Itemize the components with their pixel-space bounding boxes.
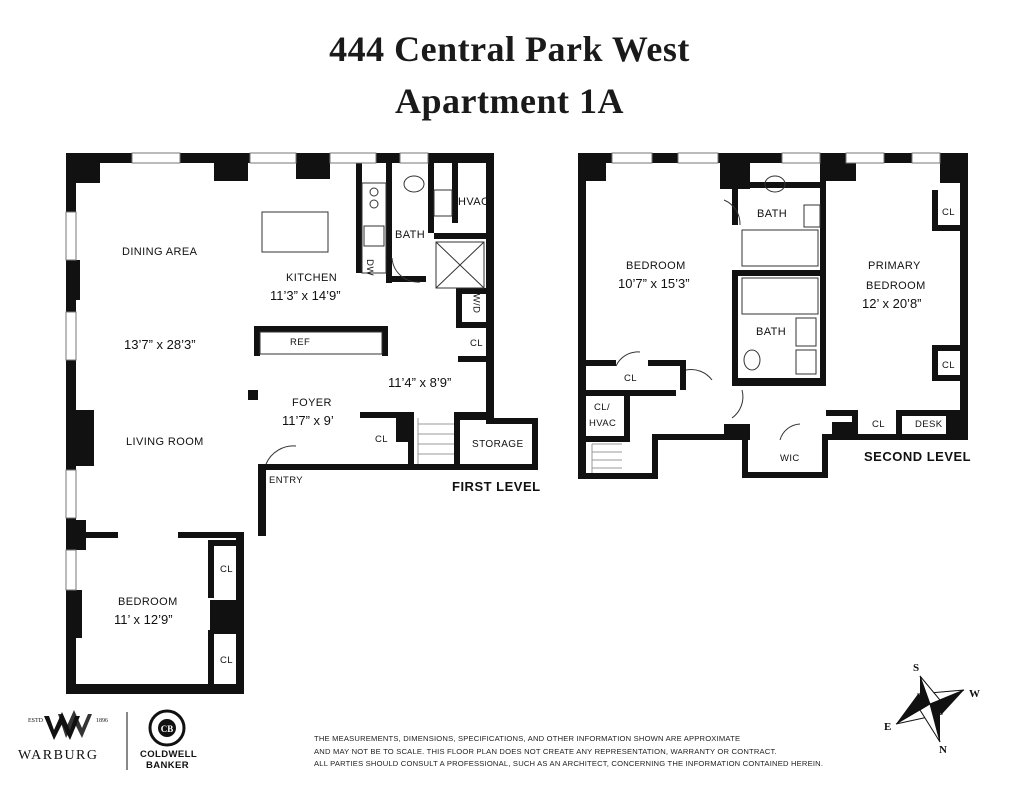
compass-s: S: [913, 662, 920, 674]
closet-label: CL: [835, 426, 848, 437]
wall-south-foyer: [258, 464, 538, 470]
disclaimer-line: THE MEASUREMENTS, DIMENSIONS, SPECIFICAT…: [314, 734, 741, 743]
room-label-primary: PRIMARY: [868, 260, 921, 272]
address-title: 444 Central Park West: [329, 29, 690, 69]
label-dishwasher: DW: [363, 259, 375, 276]
closet-label: CL: [624, 373, 637, 384]
label-entry: ENTRY: [269, 475, 304, 486]
label-refrigerator: REF: [290, 337, 311, 348]
room-label-bedroom: BEDROOM: [118, 596, 178, 608]
compass-w: W: [969, 688, 981, 700]
kitchen-island: [261, 211, 329, 253]
coldwell-wordmark: COLDWELL: [140, 749, 198, 760]
first-level-label: FIRST LEVEL: [452, 479, 541, 494]
room-label-wic: WIC: [780, 453, 800, 464]
warburg-wordmark: WARBURG: [18, 748, 99, 763]
warburg-logo-icon: [44, 710, 92, 740]
coldwell-banker-seal-icon: CB: [148, 709, 186, 747]
room-label-dining-area: DINING AREA: [122, 246, 198, 258]
wall-entry-west: [258, 464, 266, 536]
bedroom-2-dimensions: 10’7” x 15’3”: [618, 276, 690, 291]
wall-east-upper: [486, 153, 494, 423]
label-washer-dryer: W/D: [470, 293, 482, 314]
svg-text:CB: CB: [161, 724, 174, 734]
kitchen-dimensions: 11’3” x 14’9”: [270, 288, 341, 303]
closet-label: CL: [470, 338, 483, 349]
second-level-label: SECOND LEVEL: [864, 449, 972, 464]
wall-storage-east: [532, 418, 538, 470]
room-label-desk: DESK: [915, 419, 943, 430]
bedroom-dimensions: 11’ x 12’9”: [114, 612, 173, 627]
compass-n: N: [939, 744, 948, 756]
closet-label: CL: [220, 655, 233, 666]
room-label-bath-3: BATH: [756, 326, 787, 338]
room-label-bedroom-2: BEDROOM: [626, 260, 686, 272]
closet-label: CL: [872, 419, 885, 430]
wall-storage-top: [486, 418, 538, 424]
room-label-storage: STORAGE: [472, 439, 524, 450]
primary-bedroom-dimensions: 12’ x 20’8”: [862, 296, 922, 311]
compass-icon: [895, 675, 965, 743]
apartment-title: Apartment 1A: [395, 81, 624, 121]
hall-dimensions: 11’4” x 8’9”: [388, 375, 452, 390]
room-label-hvac: HVAC: [458, 196, 490, 208]
warburg-year: 1896: [96, 718, 108, 724]
banker-wordmark: BANKER: [146, 760, 190, 771]
foyer-dimensions: 11’7” x 9’: [282, 413, 334, 428]
closet-hvac-label: CL/: [594, 402, 610, 413]
closet-label: CL: [942, 207, 955, 218]
room-label-living-room: LIVING ROOM: [126, 436, 204, 448]
disclaimer-line: ALL PARTIES SHOULD CONSULT A PROFESSIONA…: [314, 759, 824, 768]
room-label-primary-bedroom: BEDROOM: [866, 280, 926, 292]
closet-label: CL: [220, 564, 233, 575]
warburg-estd: ESTD: [28, 718, 43, 724]
disclaimer-line: AND MAY NOT BE TO SCALE. THIS FLOOR PLAN…: [314, 746, 777, 756]
room-label-foyer: FOYER: [292, 397, 332, 409]
room-label-bath: BATH: [395, 229, 426, 241]
room-label-bath-2: BATH: [757, 208, 788, 220]
closet-hvac-label-2: HVAC: [589, 418, 617, 429]
compass-e: E: [884, 721, 892, 733]
room-label-kitchen: KITCHEN: [286, 272, 338, 284]
closet-label: CL: [942, 360, 955, 371]
wall-south-bedroom: [66, 684, 242, 694]
closet-label: CL: [375, 434, 388, 445]
disclaimer-text: THE MEASUREMENTS, DIMENSIONS, SPECIFICAT…: [314, 733, 823, 771]
living-dimensions: 13’7” x 28’3”: [124, 337, 196, 352]
